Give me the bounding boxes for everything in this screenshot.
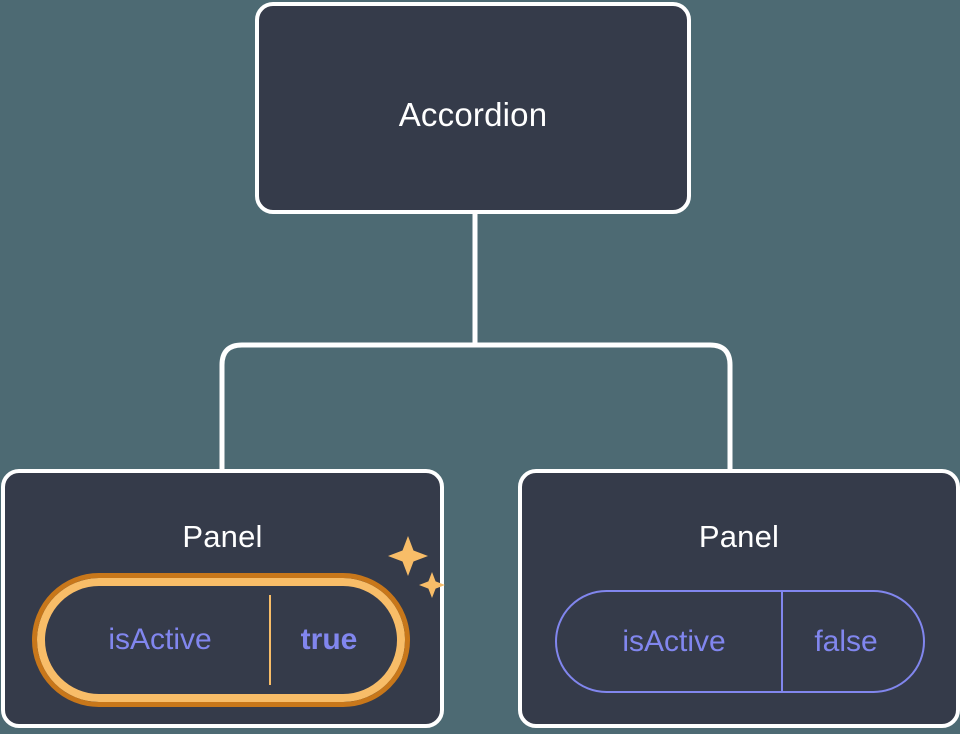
prop-value-label: true — [300, 623, 358, 656]
node-title-panel-2: Panel — [698, 519, 780, 554]
node-title-accordion: Accordion — [398, 96, 548, 133]
prop-key-label: isActive — [108, 623, 212, 656]
prop-value-label: false — [814, 624, 878, 658]
prop-key-label: isActive — [622, 624, 726, 658]
prop-pill-divider — [269, 595, 271, 685]
connector-branch-bus — [219, 342, 733, 469]
prop-pill-isactive-true[interactable]: isActive true — [32, 573, 410, 707]
node-title-panel-1: Panel — [182, 519, 263, 554]
prop-pill-isactive-false[interactable]: isActive false — [555, 590, 925, 693]
node-card-accordion[interactable]: Accordion — [255, 2, 691, 214]
prop-pill-divider — [781, 592, 783, 691]
